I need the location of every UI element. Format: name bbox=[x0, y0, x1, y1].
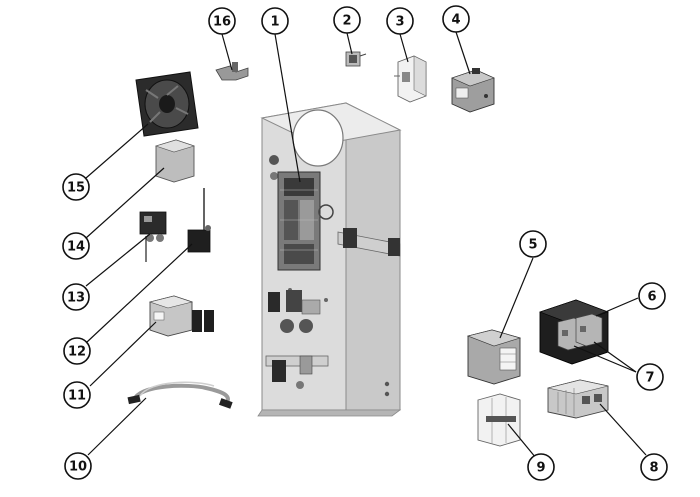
callout-6: 6 bbox=[638, 282, 666, 310]
part-8-terminal-block bbox=[547, 379, 609, 419]
part-2-switch bbox=[345, 51, 367, 67]
part-12-relay bbox=[187, 188, 211, 253]
svg-text:7: 7 bbox=[645, 371, 654, 386]
svg-text:14: 14 bbox=[67, 240, 85, 255]
svg-text:3: 3 bbox=[395, 15, 404, 30]
callout-13: 13 bbox=[62, 283, 90, 311]
callout-9: 9 bbox=[527, 453, 555, 481]
part-11-contactor bbox=[148, 295, 214, 337]
callout-11: 11 bbox=[63, 381, 91, 409]
svg-text:1: 1 bbox=[270, 15, 279, 30]
svg-text:15: 15 bbox=[67, 181, 85, 196]
part-10-cable bbox=[127, 381, 233, 409]
svg-text:12: 12 bbox=[68, 345, 86, 360]
callout-12: 12 bbox=[63, 337, 91, 365]
part-9-breaker bbox=[477, 393, 521, 447]
svg-text:9: 9 bbox=[536, 461, 545, 476]
callout-4: 4 bbox=[442, 5, 470, 33]
callout-14: 14 bbox=[62, 232, 90, 260]
svg-text:5: 5 bbox=[528, 238, 537, 253]
panel-mid-components bbox=[268, 290, 321, 333]
svg-text:6: 6 bbox=[647, 290, 656, 305]
callout-5: 5 bbox=[519, 230, 547, 258]
svg-text:4: 4 bbox=[451, 13, 460, 28]
part-5-contactor bbox=[467, 329, 522, 385]
part-15-fan bbox=[135, 71, 199, 137]
callout-8: 8 bbox=[640, 453, 668, 481]
callout-10: 10 bbox=[64, 452, 92, 480]
part-16-bracket bbox=[215, 62, 249, 81]
part-4-transformer bbox=[451, 68, 495, 113]
part-7-relays bbox=[557, 313, 603, 351]
callout-16: 16 bbox=[208, 7, 236, 35]
callout-15: 15 bbox=[62, 173, 90, 201]
callout-3: 3 bbox=[386, 7, 414, 35]
part-14-box bbox=[155, 139, 195, 183]
callout-1: 1 bbox=[261, 7, 289, 35]
part-13-relay bbox=[139, 211, 167, 262]
din-rail-upper bbox=[337, 228, 401, 257]
svg-text:16: 16 bbox=[213, 15, 231, 30]
leader-lines bbox=[85, 31, 647, 459]
svg-text:10: 10 bbox=[69, 460, 87, 475]
svg-text:8: 8 bbox=[649, 461, 658, 476]
callout-2: 2 bbox=[333, 6, 361, 34]
callout-7: 7 bbox=[636, 363, 664, 391]
din-rail-lower bbox=[265, 355, 329, 382]
svg-text:13: 13 bbox=[67, 291, 85, 306]
control-board bbox=[277, 171, 334, 271]
svg-text:2: 2 bbox=[342, 14, 351, 29]
part-3-breaker bbox=[394, 55, 427, 103]
svg-text:11: 11 bbox=[68, 389, 86, 404]
